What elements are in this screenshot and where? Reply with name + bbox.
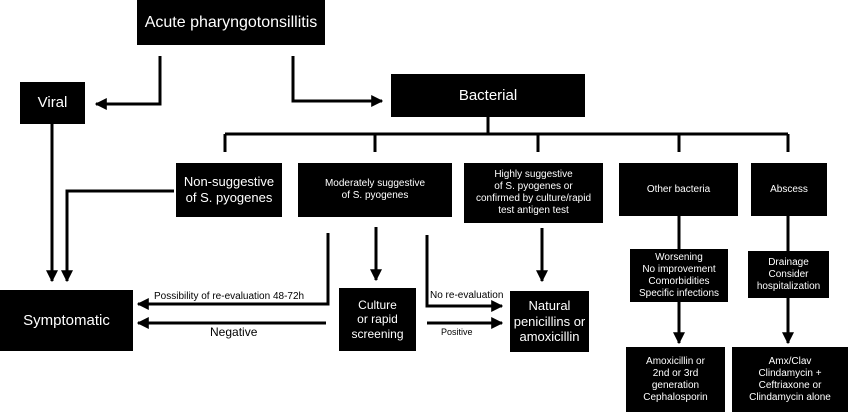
arrow-nonsuggestive-to-symptomatic: [61, 189, 174, 283]
node-abscess: Abscess: [751, 163, 827, 216]
bacterial-branch-line: [223, 117, 790, 152]
label-negative: Negative: [210, 325, 258, 339]
node-culture-or-rapid-screening: Culture or rapid screening: [339, 288, 416, 351]
label-positive: Positive: [441, 327, 473, 337]
node-moderately-suggestive: Moderately suggestive of S. pyogenes: [298, 163, 452, 217]
arrow-reevaluation: [136, 233, 330, 310]
node-symptomatic: Symptomatic: [0, 290, 133, 351]
label-reevaluation: Possibility of re-evaluation 48-72h: [154, 291, 305, 302]
label-no-reevaluation: No re-evaluation: [430, 290, 504, 301]
arrow-no-reevaluation: [425, 235, 504, 312]
node-natural-penicillins: Natural penicillins or amoxicillin: [510, 291, 589, 352]
node-bacterial: Bacterial: [391, 74, 585, 117]
node-worsening: Worsening No improvement Comorbidities S…: [630, 249, 728, 302]
arrow-acute-to-viral: [94, 56, 162, 110]
node-other-bacteria: Other bacteria: [619, 163, 738, 216]
node-highly-suggestive: Highly suggestive of S. pyogenes or conf…: [464, 163, 603, 223]
node-drainage: Drainage Consider hospitalization: [748, 251, 829, 298]
node-non-suggestive: Non-suggestive of S. pyogenes: [176, 163, 282, 217]
node-viral: Viral: [20, 82, 85, 124]
node-amx-clav: Amx/Clav Clindamycin + Ceftriaxone or Cl…: [732, 347, 848, 412]
node-acute-pharyngotonsillitis: Acute pharyngotonsillitis: [137, 0, 325, 45]
arrow-acute-to-bacterial: [291, 56, 384, 107]
node-amoxicillin-cephalosporin: Amoxicillin or 2nd or 3rd generation Cep…: [626, 347, 725, 412]
